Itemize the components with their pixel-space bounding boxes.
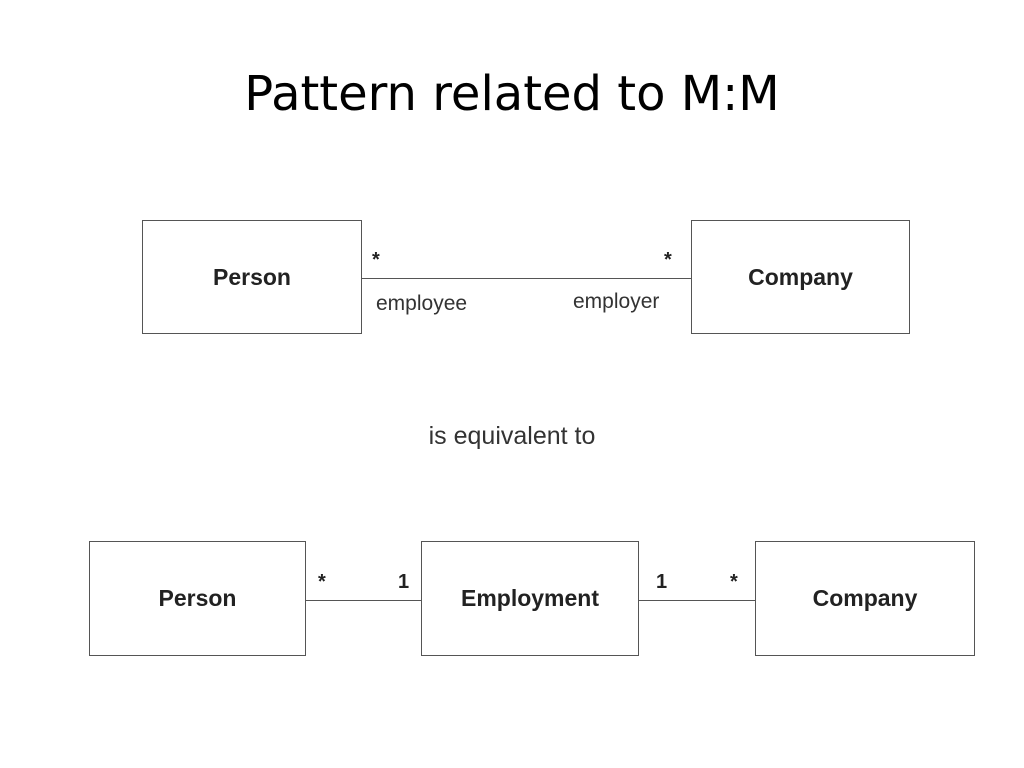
equivalence-text: is equivalent to	[428, 422, 596, 450]
top-association-line	[361, 278, 692, 279]
top-left-multiplicity: *	[372, 249, 380, 271]
bottom-right-assoc-left-multiplicity: 1	[656, 571, 668, 593]
bottom-company-class-label: Company	[812, 585, 918, 611]
slide-title: Pattern related to M:M	[244, 66, 780, 122]
top-right-multiplicity: *	[664, 249, 672, 271]
bottom-company-class: Company	[755, 541, 975, 656]
top-left-role: employee	[376, 292, 468, 315]
bottom-person-class-label: Person	[158, 585, 237, 611]
bottom-person-class: Person	[89, 541, 306, 656]
top-person-class: Person	[142, 220, 362, 334]
bottom-right-assoc-right-multiplicity: *	[730, 571, 738, 593]
bottom-employment-class-label: Employment	[460, 585, 600, 611]
bottom-left-assoc-left-multiplicity: *	[318, 571, 326, 593]
top-company-class: Company	[691, 220, 910, 334]
top-person-class-label: Person	[213, 263, 291, 290]
bottom-employment-class: Employment	[421, 541, 639, 656]
top-company-class-label: Company	[748, 263, 853, 290]
top-right-role: employer	[573, 290, 660, 313]
bottom-left-assoc-right-multiplicity: 1	[398, 571, 410, 593]
bottom-right-association-line	[638, 600, 756, 601]
bottom-left-association-line	[305, 600, 422, 601]
